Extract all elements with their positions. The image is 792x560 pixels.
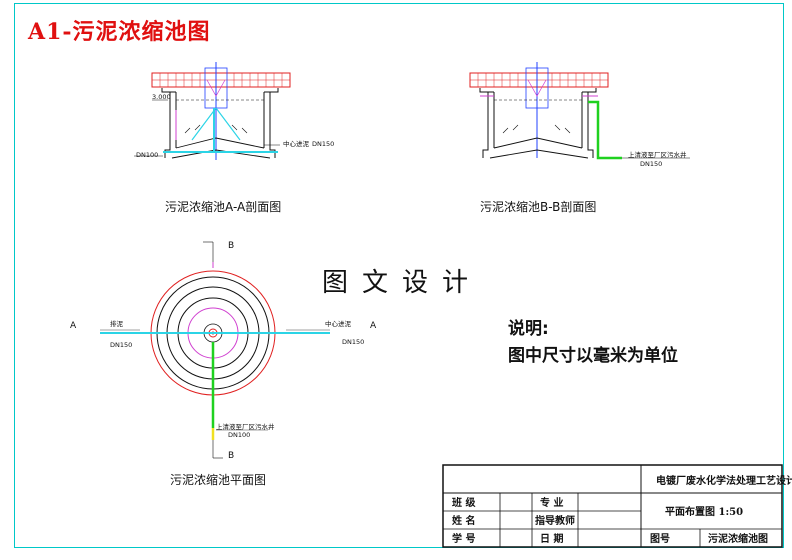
tb-row3-b: 日 期 xyxy=(540,532,563,545)
section-bb-drawing: 上清液至厂区污水井 DN150 xyxy=(469,62,690,168)
section-aa-caption: 污泥浓缩池A-A剖面图 xyxy=(165,200,282,214)
aa-inlet-label: 中心进泥 xyxy=(283,139,310,148)
plan-right-label: 中心进泥 xyxy=(325,319,352,328)
plan-right-dn: DN150 xyxy=(342,338,364,346)
tb-row1-b: 专 业 xyxy=(540,496,563,509)
aa-level-mark: 3.000 xyxy=(152,93,171,101)
plan-bottom-dn: DN100 xyxy=(228,431,250,439)
tb-drawing-name: 平面布置图 1:50 xyxy=(665,505,743,518)
tb-project: 电镀厂废水化学法处理工艺设计 xyxy=(656,474,792,487)
tb-row2-b: 指导教师 xyxy=(535,514,575,527)
tb-row2-a: 姓 名 xyxy=(451,514,475,527)
drawing-frame xyxy=(14,3,784,548)
plan-marker-a-right: A xyxy=(370,321,377,331)
bb-overflow-label: 上清液至厂区污水井 xyxy=(628,150,687,159)
title-block xyxy=(442,464,783,548)
tb-drawing-title: 污泥浓缩池图 xyxy=(708,532,768,545)
drawing-title: A1-污泥浓缩池图 xyxy=(28,19,211,45)
section-aa-drawing: 中心进泥 DN150 DN100 3.000 xyxy=(134,62,334,160)
aa-outlet-dn: DN100 xyxy=(136,151,158,159)
plan-drawing: B B A A 排泥 DN150 中心进泥 DN150 上清液至厂区污水井 DN… xyxy=(70,241,377,461)
tb-drawing-no: 图号 xyxy=(650,533,670,545)
tb-row3-a: 学 号 xyxy=(452,532,475,545)
notes-heading: 说明: xyxy=(508,319,549,339)
bb-overflow-dn: DN150 xyxy=(640,160,662,168)
plan-marker-b-top: B xyxy=(228,241,234,251)
plan-marker-a-left: A xyxy=(70,321,77,331)
aa-inlet-dn: DN150 xyxy=(312,140,334,148)
plan-bottom-label: 上清液至厂区污水井 xyxy=(216,422,275,431)
section-bb-caption: 污泥浓缩池B-B剖面图 xyxy=(480,200,597,214)
plan-marker-b-bottom: B xyxy=(228,451,234,461)
notes-text: 图中尺寸以毫米为单位 xyxy=(508,346,678,366)
plan-left-label: 排泥 xyxy=(110,319,124,328)
plan-caption: 污泥浓缩池平面图 xyxy=(170,473,267,487)
watermark-text: 图文设计 xyxy=(322,268,483,298)
tb-row1-a: 班 级 xyxy=(452,496,476,509)
plan-left-dn: DN150 xyxy=(110,341,132,349)
